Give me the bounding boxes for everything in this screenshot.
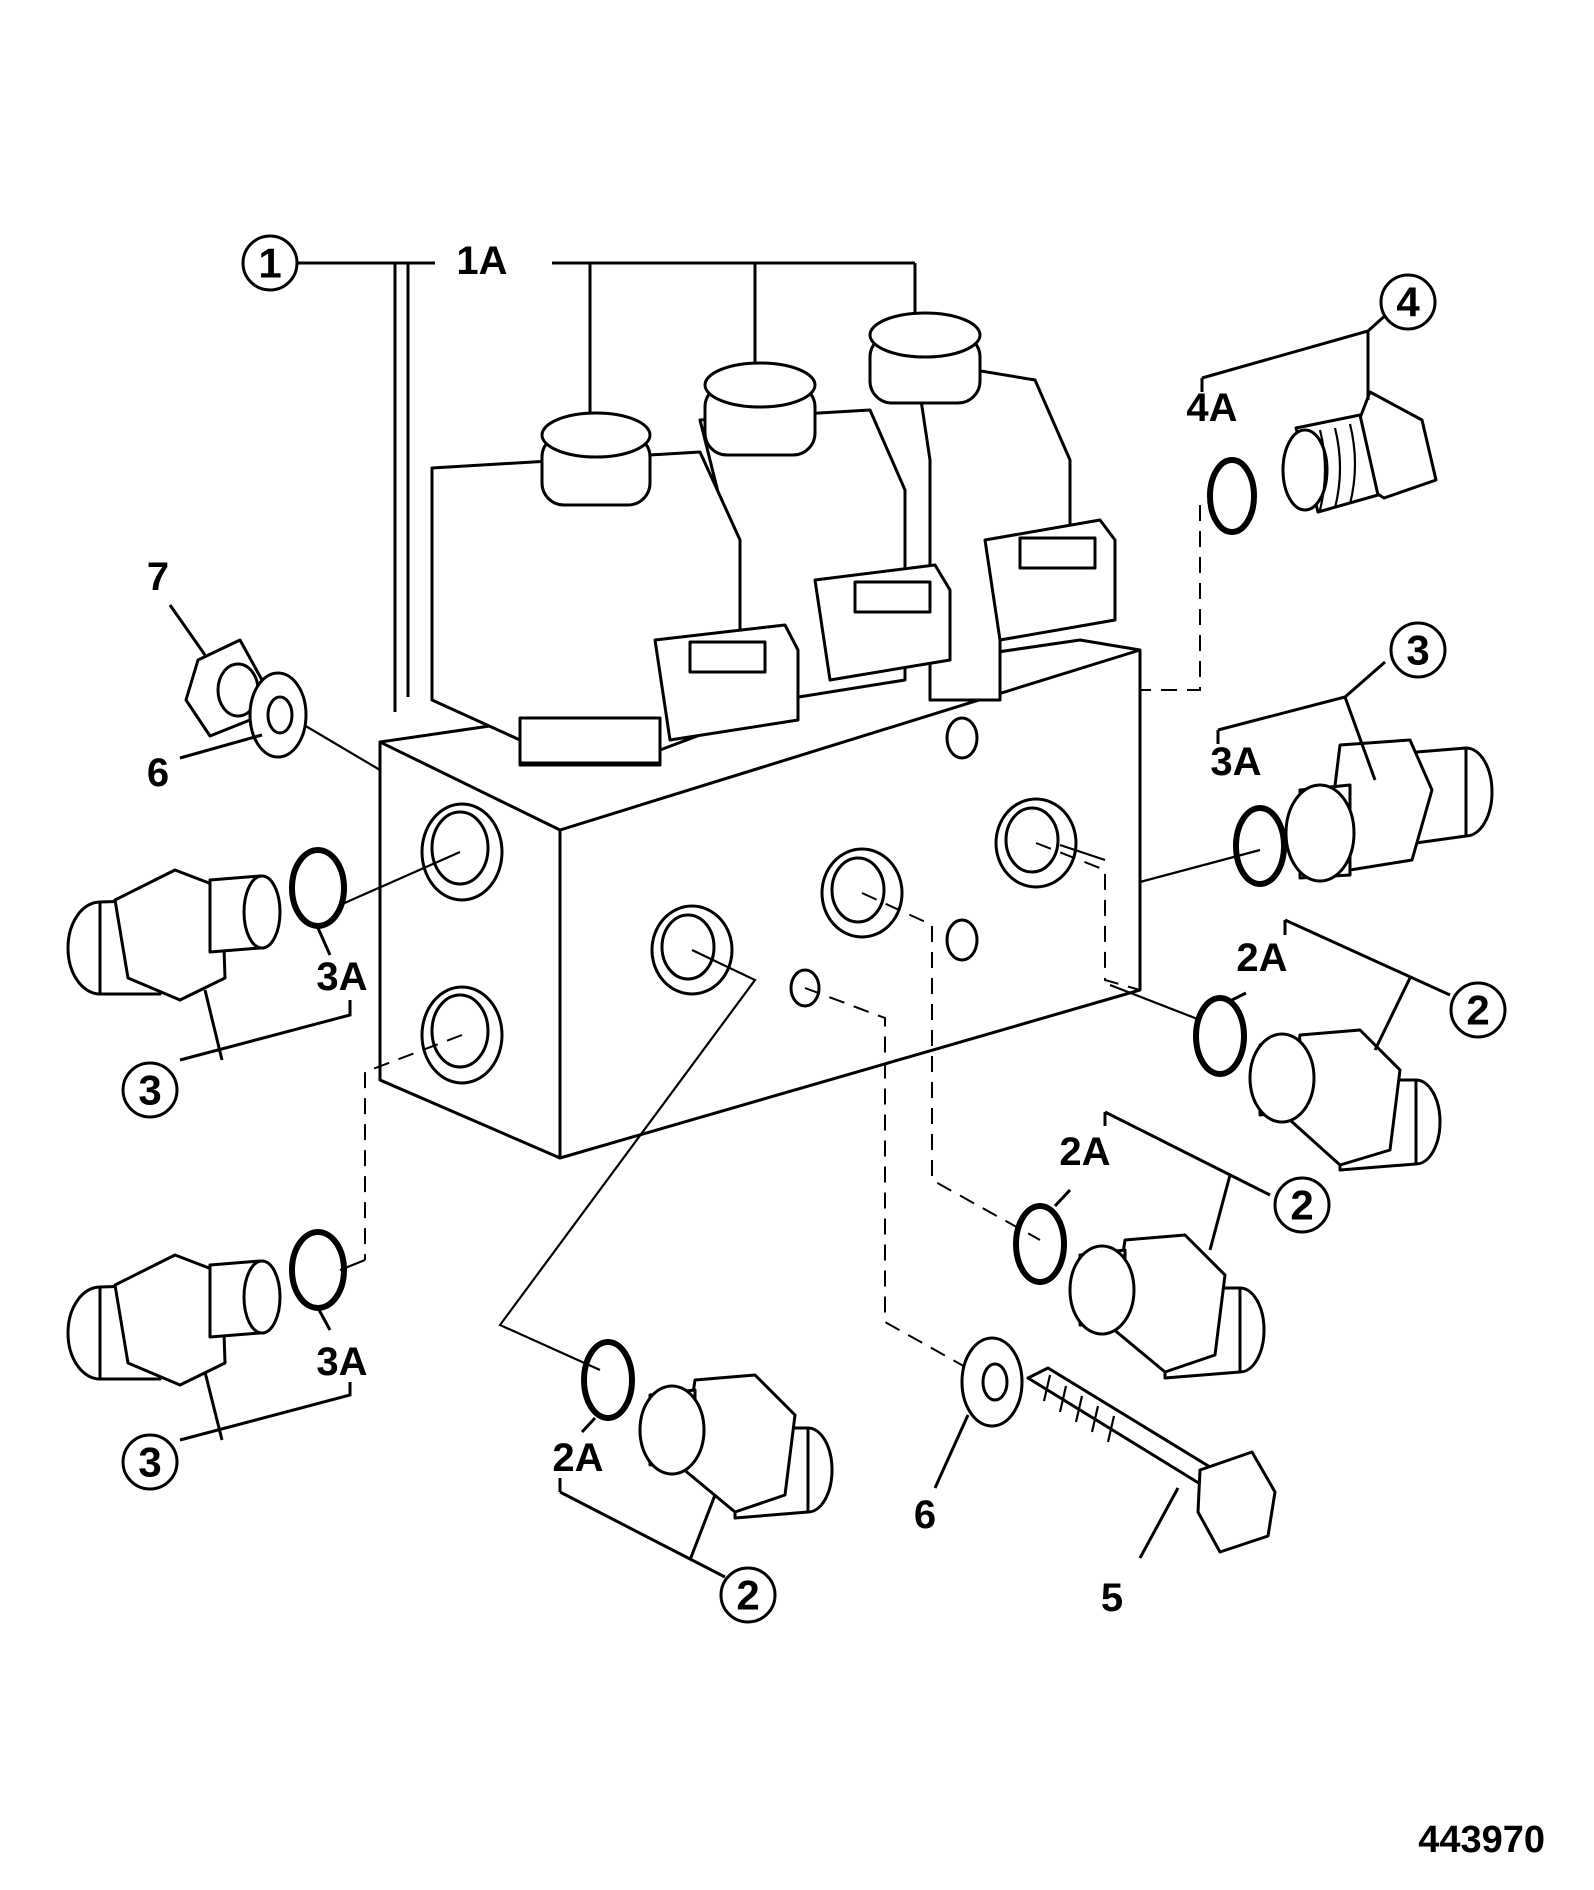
svg-text:2: 2 bbox=[1466, 987, 1489, 1034]
fitting-2-bottom bbox=[638, 1373, 834, 1520]
port-front-3 bbox=[994, 797, 1078, 889]
callout-4a: 4A bbox=[1186, 386, 1237, 430]
o-ring-3a-left-lower bbox=[289, 1229, 347, 1311]
fitting-3-left-lower bbox=[66, 1253, 282, 1387]
o-ring-3a-right bbox=[1233, 805, 1287, 887]
o-ring-2a-right-lower bbox=[1013, 1203, 1067, 1285]
washer-6-left bbox=[248, 671, 308, 759]
svg-text:3: 3 bbox=[1406, 627, 1429, 674]
fitting-2-right-lower bbox=[1068, 1233, 1266, 1380]
o-ring-2a-right-upper bbox=[1193, 995, 1247, 1077]
solenoid-coil-right bbox=[868, 311, 1117, 702]
callout-3-left-upper: 3 bbox=[121, 1061, 179, 1119]
callout-2-right-upper: 2 bbox=[1449, 981, 1507, 1039]
callout-7: 7 bbox=[147, 555, 169, 599]
callout-3-right: 3 bbox=[1389, 621, 1447, 679]
svg-text:4: 4 bbox=[1396, 279, 1420, 326]
washer-6-bottom bbox=[960, 1336, 1024, 1428]
callout-2a-right-upper: 2A bbox=[1236, 936, 1287, 980]
callout-2a-right-lower: 2A bbox=[1059, 1130, 1110, 1174]
callout-1: 1 bbox=[241, 234, 299, 292]
assembly-lines bbox=[281, 505, 1261, 1379]
svg-text:1: 1 bbox=[258, 240, 281, 287]
svg-text:2: 2 bbox=[1290, 1182, 1313, 1229]
callout-6-bottom: 6 bbox=[914, 1493, 936, 1537]
o-ring-2a-bottom bbox=[581, 1339, 635, 1421]
callout-leaders bbox=[168, 293, 1451, 1579]
callout-3a-left-upper: 3A bbox=[316, 955, 367, 999]
manifold-block bbox=[378, 638, 1142, 1160]
fitting-3-right bbox=[1284, 738, 1494, 883]
callout-2a-bottom: 2A bbox=[552, 1436, 603, 1480]
fitting-2-right-upper bbox=[1248, 1028, 1442, 1172]
callout-1a: 1A bbox=[456, 239, 507, 283]
callout-2-right-lower: 2 bbox=[1273, 1176, 1331, 1234]
svg-text:2: 2 bbox=[736, 1572, 759, 1619]
bolt-5 bbox=[1026, 1366, 1277, 1554]
svg-text:3: 3 bbox=[138, 1439, 161, 1486]
plug-fitting-4 bbox=[1281, 390, 1438, 514]
fitting-3-left-upper bbox=[66, 868, 282, 1002]
o-ring-3a-left-upper bbox=[289, 847, 347, 929]
callout-3-left-lower: 3 bbox=[121, 1433, 179, 1491]
callout-4: 4 bbox=[1379, 273, 1437, 331]
solenoid-coil-left bbox=[430, 411, 800, 767]
figure-number: 443970 bbox=[1418, 1819, 1545, 1861]
callout-5: 5 bbox=[1101, 1576, 1123, 1620]
callout-3a-left-lower: 3A bbox=[316, 1340, 367, 1384]
callout-6-left: 6 bbox=[147, 751, 169, 795]
bolt-hole-top bbox=[945, 716, 979, 760]
o-ring-4a bbox=[1207, 457, 1257, 535]
svg-text:3: 3 bbox=[138, 1067, 161, 1114]
bolt-hole-mid bbox=[945, 918, 979, 962]
port-left-upper bbox=[420, 802, 504, 902]
solenoid-coil-middle bbox=[698, 361, 952, 722]
callout-3a-right: 3A bbox=[1210, 740, 1261, 784]
callout-2-bottom: 2 bbox=[719, 1566, 777, 1624]
leader-lines-top bbox=[298, 261, 917, 712]
